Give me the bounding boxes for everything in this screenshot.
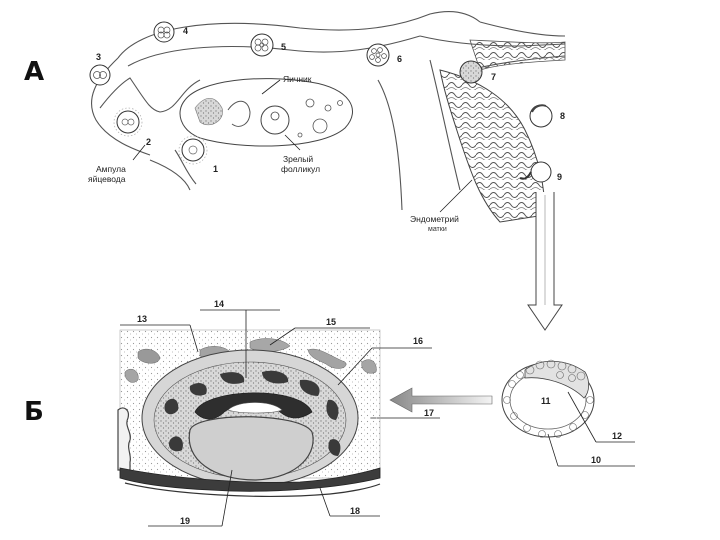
number-13: 13: [137, 314, 147, 324]
ovary: [180, 79, 352, 146]
stage-number-2: 2: [146, 137, 151, 147]
endometrium-leader: [440, 180, 472, 212]
uterus-wall-upper: [470, 40, 565, 70]
number-15: 15: [326, 317, 336, 327]
section-letter-a: А: [24, 57, 44, 87]
stage-number-9: 9: [557, 172, 562, 182]
implantation-block: [118, 330, 380, 496]
panel-b: Б 11 12 10 17: [24, 299, 635, 526]
stage-number-4: 4: [183, 26, 188, 36]
stage-8-blastocyst: [530, 105, 552, 127]
ovary-label: Яичник: [283, 74, 312, 84]
endometrium-label-line2: матки: [428, 226, 447, 233]
stage-number-1: 1: [213, 164, 218, 174]
stage-1-cell: [179, 136, 207, 164]
leader-18: [320, 488, 330, 516]
stage-number-8: 8: [560, 111, 565, 121]
number-16: 16: [413, 336, 423, 346]
stage-4-cell: [154, 22, 174, 42]
panel-a: А: [24, 12, 565, 233]
number-11: 11: [541, 396, 551, 406]
endometrium-label-line1: Эндометрий: [410, 214, 459, 224]
left-arrow: [390, 388, 492, 412]
follicle-label-line1: Зрелый: [283, 154, 313, 164]
stage-6-morula: [367, 44, 389, 66]
stage-5-cell: [251, 34, 273, 56]
number-18: 18: [350, 506, 360, 516]
endometrium-wall: [440, 70, 545, 222]
number-10: 10: [591, 455, 601, 465]
stage-2-cell: [114, 108, 142, 136]
number-12: 12: [612, 431, 622, 441]
stage-number-7: 7: [491, 72, 496, 82]
stage-7-morula: [460, 61, 482, 83]
stage-number-6: 6: [397, 54, 402, 64]
number-14: 14: [214, 299, 224, 309]
follicle-label-line2: фолликул: [281, 164, 320, 174]
leader-10: [548, 434, 558, 466]
number-17: 17: [424, 408, 434, 418]
section-letter-b: Б: [24, 397, 44, 427]
ampulla-label-line1: Ампула: [96, 164, 126, 174]
stage-number-5: 5: [281, 42, 286, 52]
stage-3-cell: [90, 65, 110, 85]
ampulla-label-line2: яйцевода: [88, 174, 126, 184]
stage-number-3: 3: [96, 52, 101, 62]
number-19: 19: [180, 516, 190, 526]
